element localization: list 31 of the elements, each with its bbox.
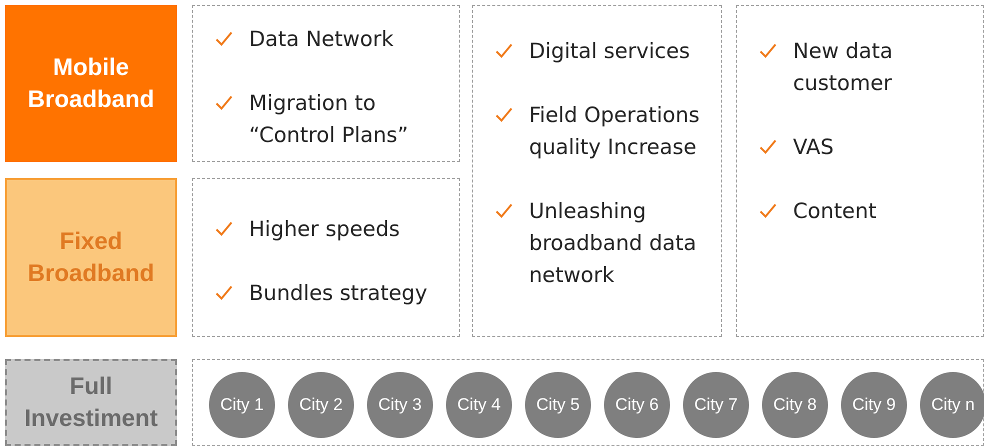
bullet-text: Bundles strategy (249, 280, 428, 307)
city-circle: City 9 (841, 372, 907, 438)
bullet-text: Field Operations quality Increase (529, 102, 701, 161)
city-circle: City n (920, 372, 984, 438)
category-box (5, 5, 177, 162)
category-box (5, 178, 177, 337)
bullet-text: Data Network (249, 26, 394, 53)
bullet-text: Migration to “Control Plans” (249, 90, 410, 149)
city-circle: City 5 (525, 372, 591, 438)
dashed-panel (192, 359, 984, 446)
category-label: Fixed Broadband (26, 226, 156, 288)
city-circle: City 1 (209, 372, 275, 438)
bullet-text: New data customer (793, 38, 894, 97)
city-circle: City 8 (762, 372, 828, 438)
dashed-panel (192, 5, 460, 162)
city-circle: City 7 (683, 372, 749, 438)
dashed-panel (192, 178, 460, 337)
bullet-text: Content (793, 198, 877, 225)
dashed-panel (736, 5, 984, 337)
bullet-text: Digital services (529, 38, 690, 65)
bullet-text: Higher speeds (249, 216, 400, 243)
category-box (5, 359, 177, 446)
dashed-panel (472, 5, 722, 337)
city-circle: City 2 (288, 372, 354, 438)
category-label: Mobile Broadband (26, 52, 156, 114)
bullet-text: VAS (793, 134, 834, 161)
bullet-text: Unleashing broadband data network (529, 198, 698, 289)
city-circle: City 6 (604, 372, 670, 438)
category-label: Full Investiment (23, 372, 159, 434)
city-circle: City 3 (367, 372, 433, 438)
city-circle: City 4 (446, 372, 512, 438)
